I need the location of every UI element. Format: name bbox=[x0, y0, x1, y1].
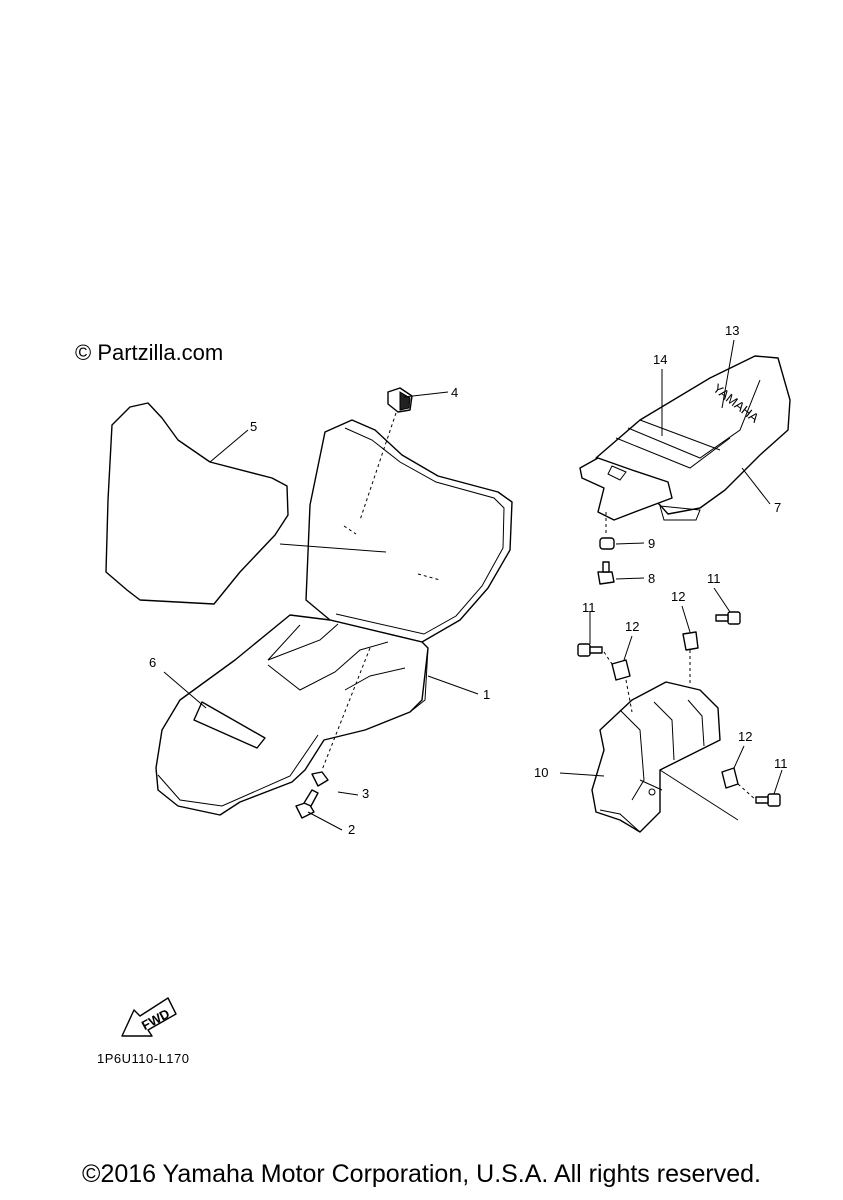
part-8-bolt bbox=[597, 561, 615, 585]
diagram-code: 1P6U110-L170 bbox=[97, 1051, 190, 1066]
callout-8: 8 bbox=[648, 571, 655, 586]
callout-11b: 11 bbox=[707, 571, 721, 586]
part-9-damper bbox=[599, 537, 615, 550]
part-5-seat-cover bbox=[105, 402, 289, 605]
copyright-notice: ©2016 Yamaha Motor Corporation, U.S.A. A… bbox=[82, 1160, 761, 1188]
leader-lines bbox=[163, 339, 783, 831]
part-12-nut-a bbox=[611, 659, 631, 681]
part-11-bolt-b bbox=[715, 611, 741, 625]
callout-9: 9 bbox=[648, 536, 655, 551]
part-4-clip bbox=[387, 387, 413, 413]
callout-11a: 11 bbox=[582, 600, 596, 615]
callout-13: 13 bbox=[725, 323, 739, 338]
callout-3: 3 bbox=[362, 786, 369, 801]
callout-12b: 12 bbox=[671, 589, 685, 604]
callout-7: 7 bbox=[774, 500, 781, 515]
part-11-bolt-c bbox=[755, 793, 781, 807]
callout-12a: 12 bbox=[625, 619, 639, 634]
callout-10: 10 bbox=[534, 765, 548, 780]
part-1-front-seat bbox=[155, 419, 513, 816]
fwd-arrow-icon: FWD bbox=[121, 997, 177, 1037]
partzilla-watermark: © Partzilla.com bbox=[75, 340, 224, 365]
fwd-label: FWD bbox=[139, 1006, 172, 1033]
callout-numbers: 1 2 3 4 5 6 7 8 9 10 11 11 11 12 12 12 1… bbox=[149, 323, 788, 837]
callout-14: 14 bbox=[653, 352, 667, 367]
part-3-collar bbox=[311, 771, 329, 787]
part-12-nut-b bbox=[682, 631, 699, 651]
callout-6: 6 bbox=[149, 655, 156, 670]
callout-2: 2 bbox=[348, 822, 355, 837]
part-7-rear-seat: YAMAHA bbox=[579, 355, 791, 521]
callout-5: 5 bbox=[250, 419, 257, 434]
callout-12c: 12 bbox=[738, 729, 752, 744]
callout-11c: 11 bbox=[774, 756, 788, 771]
callout-1: 1 bbox=[483, 687, 490, 702]
part-2-bolt bbox=[295, 789, 319, 819]
part-12-nut-c bbox=[721, 767, 739, 789]
part-11-bolt-a bbox=[577, 643, 603, 657]
callout-4: 4 bbox=[451, 385, 458, 400]
part-10-bracket bbox=[591, 681, 721, 833]
